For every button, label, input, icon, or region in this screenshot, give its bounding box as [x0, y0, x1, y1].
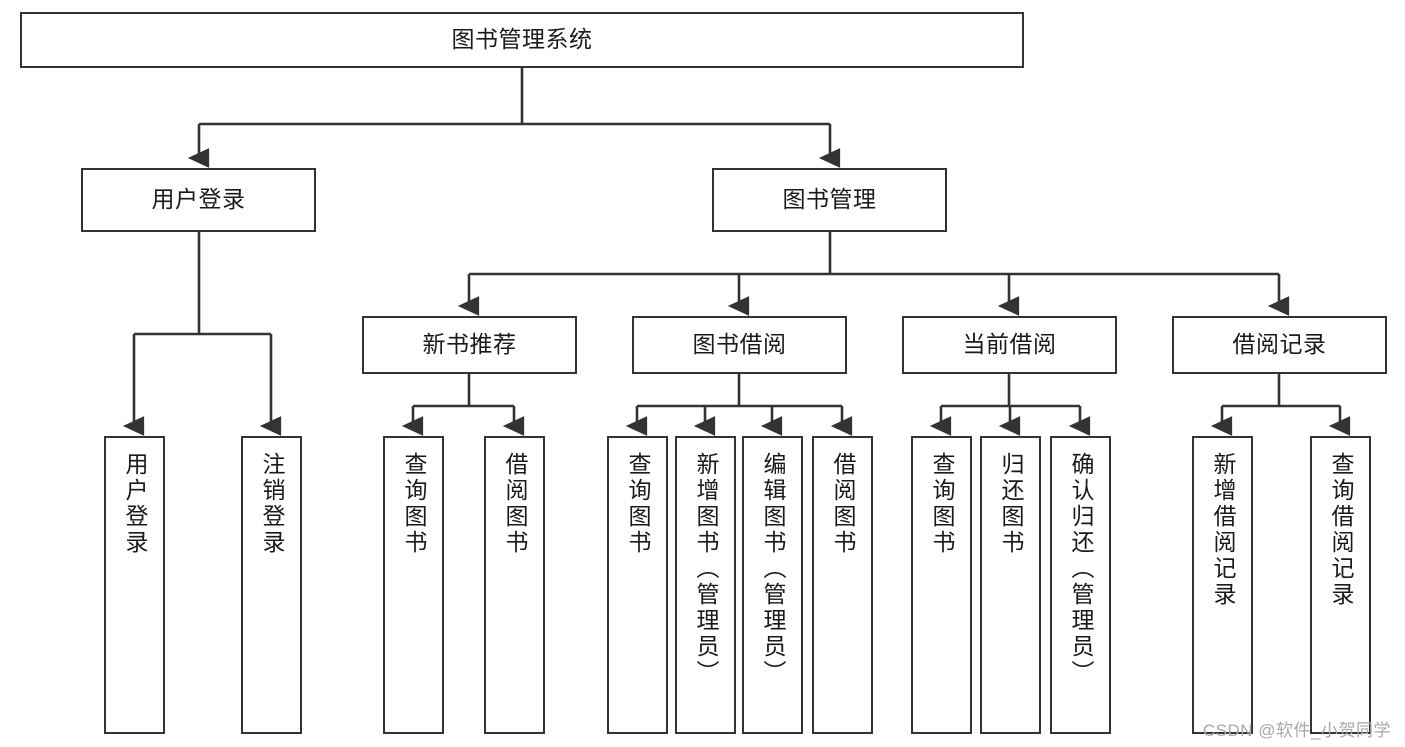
node-leaf-edit-book[interactable]: 编辑图书（管理员）	[742, 436, 803, 734]
node-borrow-record-label: 借阅记录	[1232, 331, 1327, 358]
node-new-book-recommend[interactable]: 新书推荐	[362, 316, 577, 374]
watermark-credit: CSDN @软件_小贺同学	[1202, 721, 1391, 740]
node-leaf-query-book-3-label: 查询图书	[929, 452, 955, 556]
node-leaf-query-book-2[interactable]: 查询图书	[607, 436, 668, 734]
node-leaf-borrow-book-2[interactable]: 借阅图书	[812, 436, 873, 734]
node-leaf-confirm-return[interactable]: 确认归还（管理员）	[1050, 436, 1111, 734]
node-leaf-borrow-book-2-label: 借阅图书	[830, 452, 856, 556]
node-current-borrow[interactable]: 当前借阅	[902, 316, 1117, 374]
node-current-borrow-label: 当前借阅	[962, 331, 1057, 358]
node-root-system-label: 图书管理系统	[451, 26, 593, 53]
node-leaf-logout-login-label: 注销登录	[259, 452, 285, 556]
node-user-login-label: 用户登录	[151, 186, 246, 213]
node-book-borrow[interactable]: 图书借阅	[632, 316, 847, 374]
node-leaf-query-book-1[interactable]: 查询图书	[383, 436, 444, 734]
node-leaf-borrow-book-1-label: 借阅图书	[502, 452, 528, 556]
node-leaf-add-record[interactable]: 新增借阅记录	[1192, 436, 1253, 734]
node-leaf-user-login[interactable]: 用户登录	[104, 436, 165, 734]
node-leaf-add-book-label: 新增图书（管理员）	[693, 452, 719, 686]
node-book-borrow-label: 图书借阅	[692, 331, 787, 358]
node-leaf-query-record[interactable]: 查询借阅记录	[1310, 436, 1371, 734]
node-leaf-return-book-label: 归还图书	[998, 452, 1024, 556]
node-leaf-user-login-label: 用户登录	[122, 452, 148, 556]
node-book-management[interactable]: 图书管理	[712, 168, 947, 232]
node-leaf-logout-login[interactable]: 注销登录	[241, 436, 302, 734]
node-leaf-query-book-1-label: 查询图书	[401, 452, 427, 556]
node-leaf-borrow-book-1[interactable]: 借阅图书	[484, 436, 545, 734]
node-user-login[interactable]: 用户登录	[81, 168, 316, 232]
node-leaf-query-book-3[interactable]: 查询图书	[911, 436, 972, 734]
node-leaf-add-record-label: 新增借阅记录	[1210, 452, 1236, 608]
node-leaf-edit-book-label: 编辑图书（管理员）	[760, 452, 786, 686]
node-leaf-return-book[interactable]: 归还图书	[980, 436, 1041, 734]
node-book-management-label: 图书管理	[782, 186, 877, 213]
node-root-system[interactable]: 图书管理系统	[20, 12, 1024, 68]
node-leaf-add-book[interactable]: 新增图书（管理员）	[675, 436, 736, 734]
node-borrow-record[interactable]: 借阅记录	[1172, 316, 1387, 374]
node-new-book-recommend-label: 新书推荐	[422, 331, 517, 358]
node-leaf-query-book-2-label: 查询图书	[625, 452, 651, 556]
node-leaf-query-record-label: 查询借阅记录	[1328, 452, 1354, 608]
node-leaf-confirm-return-label: 确认归还（管理员）	[1068, 452, 1094, 686]
